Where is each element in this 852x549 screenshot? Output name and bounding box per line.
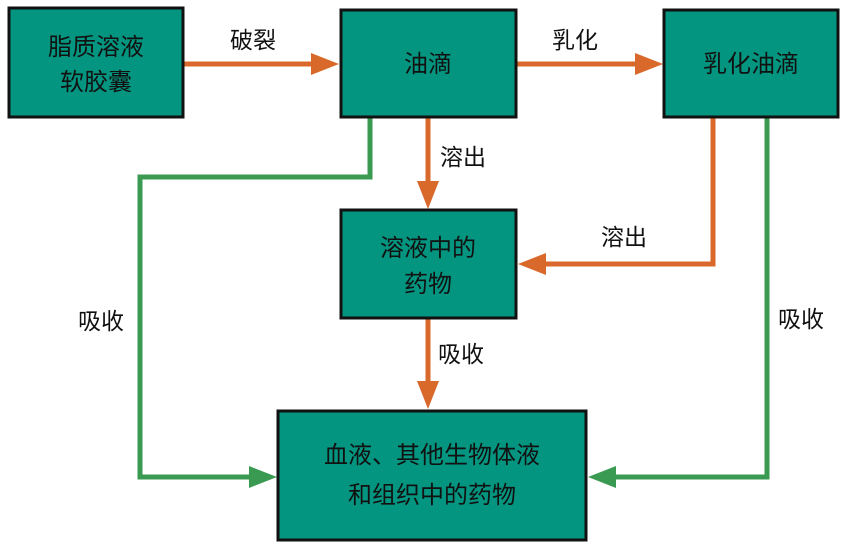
label-absorb: 吸收 (778, 307, 824, 333)
box-capsule: 脂质溶液 软胶囊 (7, 6, 185, 119)
arrow-emulsified-to-blood (610, 117, 770, 480)
arrowhead (635, 53, 663, 75)
label-absorb: 吸收 (78, 309, 124, 335)
box-label: 乳化油滴 (703, 50, 799, 78)
box-label: 溶液中的 (380, 234, 476, 262)
connectors (137, 53, 770, 488)
box-label: 油滴 (404, 50, 452, 78)
box-label: 脂质溶液 (48, 33, 144, 61)
box-label: 药物 (404, 270, 452, 298)
box-label: 和组织中的药物 (348, 481, 516, 509)
box-oil-drop: 油滴 (339, 8, 518, 119)
arrowhead (518, 253, 546, 275)
arrowhead (588, 466, 616, 488)
label-rupture: 破裂 (230, 28, 276, 54)
box-label: 血液、其他生物体液 (324, 441, 540, 469)
label-dissolve: 溶出 (440, 145, 486, 171)
arrowhead (249, 466, 277, 488)
arrowhead (311, 53, 339, 75)
arrow-emulsified-to-solution (540, 117, 716, 267)
label-absorb: 吸收 (438, 342, 484, 368)
label-emulsify: 乳化 (552, 28, 598, 54)
arrowhead (417, 381, 439, 409)
box-blood-drug: 血液、其他生物体液 和组织中的药物 (276, 409, 588, 542)
box-label: 软胶囊 (60, 68, 132, 96)
box-emulsified-oil-drop: 乳化油滴 (662, 8, 840, 119)
arrowhead (417, 181, 439, 209)
arrow-oil-to-blood (137, 117, 373, 480)
box-solution-drug: 溶液中的 药物 (339, 208, 518, 320)
label-dissolve: 溶出 (601, 225, 647, 251)
